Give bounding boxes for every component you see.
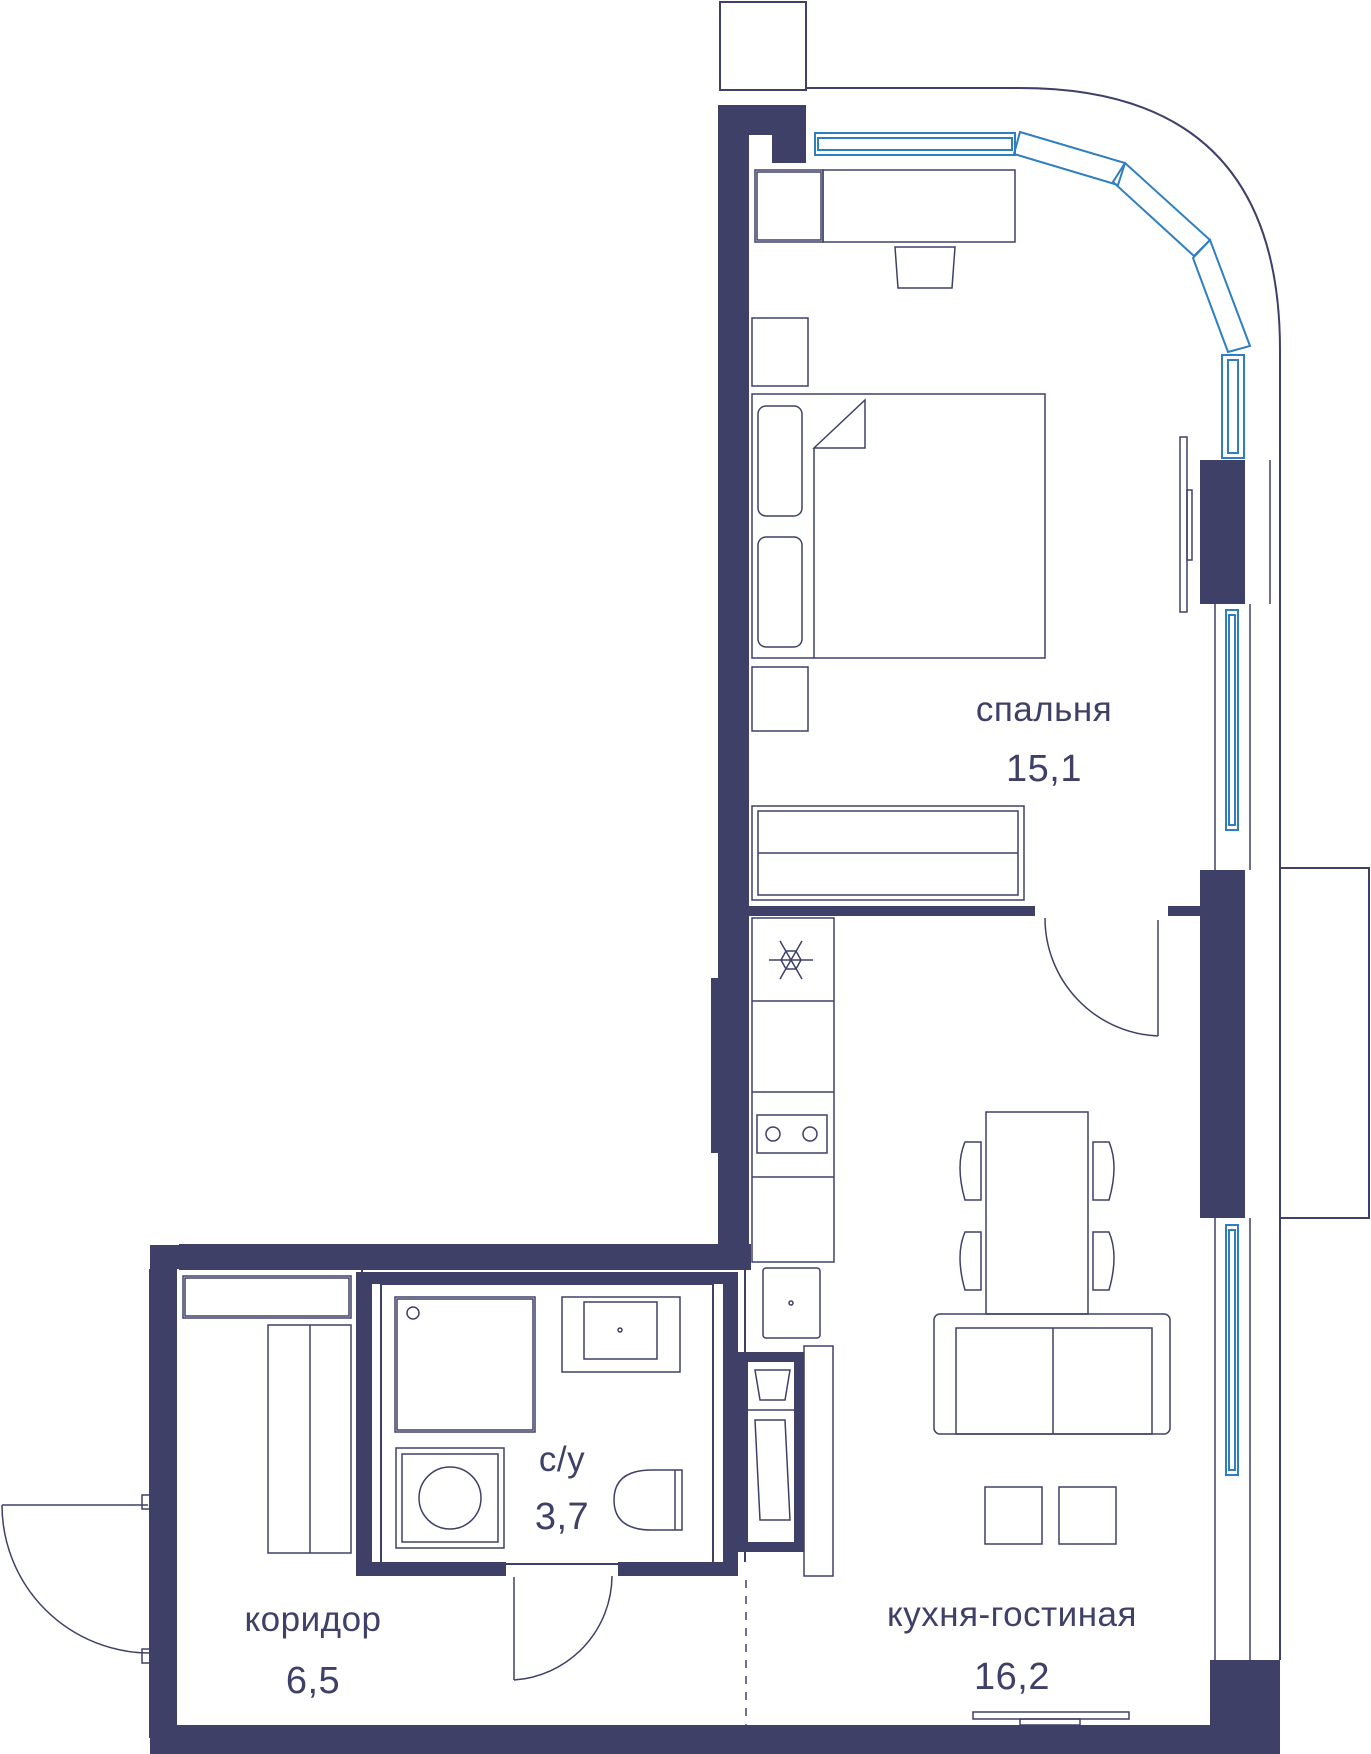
kitchen-furniture <box>751 917 1171 1726</box>
bathroom-furniture <box>394 1296 683 1549</box>
facade <box>719 1 1370 1660</box>
bedroom-name-label: спальня <box>975 690 1113 729</box>
east-windows <box>1225 609 1239 1476</box>
kitchen-living-area-label: 16,2 <box>974 1656 1050 1698</box>
bathroom-name-label: с/у <box>538 1440 586 1479</box>
bathroom-door <box>513 1575 613 1681</box>
east-window-frames <box>1214 460 1271 1754</box>
entrance-door <box>1 1494 151 1664</box>
bathroom-area-label: 3,7 <box>534 1496 590 1538</box>
curved-window <box>814 130 1252 459</box>
corridor-furniture <box>182 1275 352 1554</box>
kitchen-living-name-label: кухня-гостиная <box>887 1595 1137 1634</box>
bedroom-door <box>1044 917 1159 1037</box>
bedroom-furniture <box>751 169 1193 901</box>
snowflake-icon <box>769 940 813 980</box>
corridor-name-label: коридор <box>244 1600 382 1639</box>
corridor-area-label: 6,5 <box>285 1660 341 1702</box>
shaft <box>747 1369 796 1521</box>
bedroom-area-label: 15,1 <box>1006 748 1082 790</box>
walls <box>150 105 1280 1754</box>
wall-outlines <box>149 1244 751 1738</box>
